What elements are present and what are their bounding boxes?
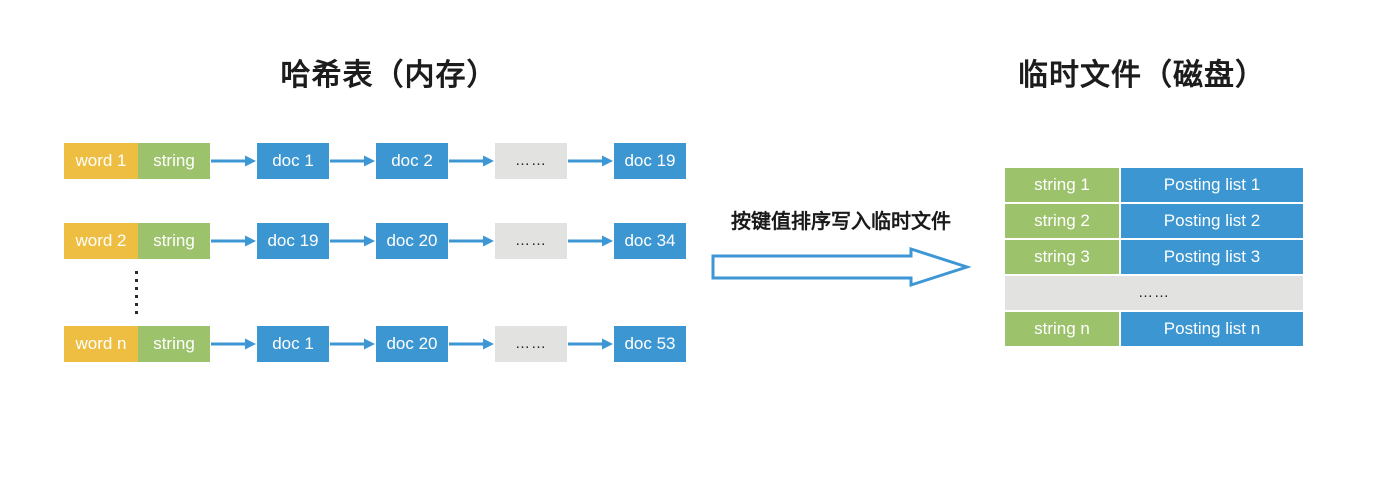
table-key-cell: string 3: [1005, 240, 1119, 274]
doc-cell: doc 1: [257, 143, 329, 179]
ellipsis-cell: ……: [495, 223, 567, 259]
doc-cell: doc 20: [376, 326, 448, 362]
doc-cell: doc 53: [614, 326, 686, 362]
arrow-right-icon: [449, 155, 494, 167]
table-key-cell: string 2: [1005, 204, 1119, 238]
arrow-right-icon: [330, 338, 375, 350]
doc-cell: doc 20: [376, 223, 448, 259]
string-type-cell: string: [138, 223, 210, 259]
transfer-arrow-icon: [711, 246, 971, 288]
vertical-ellipsis: [135, 271, 138, 315]
hash-bucket-row-2: word 2 string doc 19 doc 20 …… doc 34: [64, 223, 686, 259]
table-value-cell: Posting list 2: [1121, 204, 1303, 238]
table-value-cell: Posting list n: [1121, 312, 1303, 346]
table-row: string 2 Posting list 2: [1005, 204, 1303, 238]
table-value-cell: Posting list 3: [1121, 240, 1303, 274]
string-type-cell: string: [138, 326, 210, 362]
word-cell: word n: [64, 326, 138, 362]
arrow-right-icon: [211, 235, 256, 247]
doc-cell: doc 19: [257, 223, 329, 259]
arrow-right-icon: [211, 155, 256, 167]
doc-cell: doc 19: [614, 143, 686, 179]
table-key-cell: string 1: [1005, 168, 1119, 202]
table-key-cell: string n: [1005, 312, 1119, 346]
ellipsis-cell: ……: [495, 326, 567, 362]
doc-cell: doc 34: [614, 223, 686, 259]
arrow-right-icon: [568, 155, 613, 167]
table-row: string 3 Posting list 3: [1005, 240, 1303, 274]
word-cell: word 1: [64, 143, 138, 179]
arrow-right-icon: [330, 155, 375, 167]
arrow-right-icon: [568, 338, 613, 350]
temp-file-table: string 1 Posting list 1 string 2 Posting…: [1005, 168, 1303, 346]
arrow-right-icon: [568, 235, 613, 247]
hash-bucket-row-1: word 1 string doc 1 doc 2 …… doc 19: [64, 143, 686, 179]
table-row: string 1 Posting list 1: [1005, 168, 1303, 202]
arrow-right-icon: [449, 338, 494, 350]
transfer-label: 按键值排序写入临时文件: [731, 211, 951, 233]
word-cell: word 2: [64, 223, 138, 259]
disk-section-title: 临时文件（磁盘）: [1018, 59, 1266, 92]
hash-bucket-row-n: word n string doc 1 doc 20 …… doc 53: [64, 326, 686, 362]
table-value-cell: Posting list 1: [1121, 168, 1303, 202]
doc-cell: doc 1: [257, 326, 329, 362]
ellipsis-cell: ……: [495, 143, 567, 179]
string-type-cell: string: [138, 143, 210, 179]
arrow-right-icon: [211, 338, 256, 350]
arrow-right-icon: [330, 235, 375, 247]
table-row: string n Posting list n: [1005, 312, 1303, 346]
doc-cell: doc 2: [376, 143, 448, 179]
memory-section-title: 哈希表（内存）: [280, 59, 498, 92]
arrow-right-icon: [449, 235, 494, 247]
table-ellipsis-row: ……: [1005, 276, 1303, 310]
